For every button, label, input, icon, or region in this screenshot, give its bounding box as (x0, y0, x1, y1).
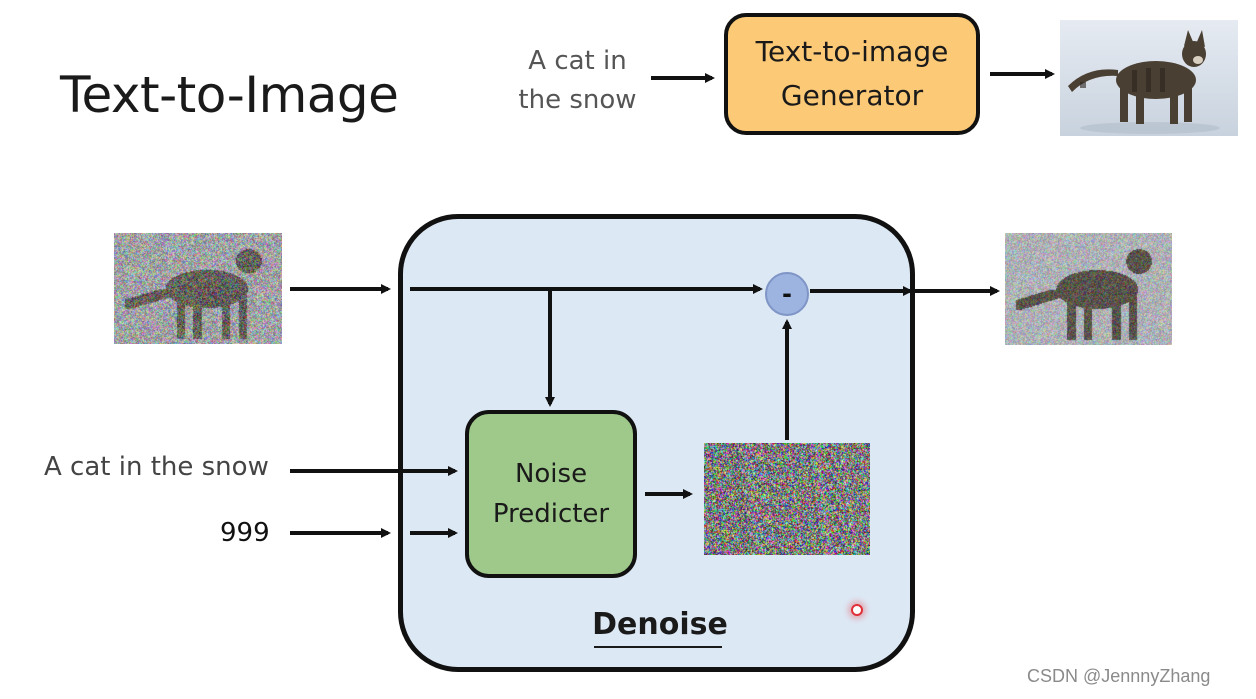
noise-predicter-box: Noise Predicter (465, 410, 637, 578)
top-prompt-line-1: A cat in (528, 46, 627, 76)
noise-predicter-label-line-2: Predicter (492, 499, 610, 529)
denoised-output-noise (1005, 233, 1172, 345)
subtract-operator-node: - (765, 272, 809, 316)
predicted-noise-noise (704, 443, 870, 555)
noisy-input-noise (114, 233, 282, 344)
predicted-noise-image (704, 443, 870, 555)
pointer-dot (851, 604, 863, 616)
step-number-label: 999 (220, 518, 270, 548)
noise-predicter-label-line-1: Noise (514, 459, 588, 489)
generated-cat-image (1060, 20, 1238, 136)
denoise-label-underline (594, 646, 722, 648)
text-to-image-generator-box: Text-to-image Generator (724, 13, 980, 135)
denoise-label: Denoise (592, 607, 728, 642)
top-prompt-line-2: the snow (518, 85, 637, 115)
generator-label-line-2: Generator (780, 79, 924, 112)
denoised-output-image (1005, 233, 1172, 345)
generator-label-line-1: Text-to-image (755, 35, 949, 68)
noisy-input-image (114, 233, 282, 344)
prompt-input-label: A cat in the snow (44, 452, 269, 482)
watermark: CSDN @JennnyZhang (1027, 666, 1211, 686)
slide-title: Text-to-Image (60, 66, 399, 124)
top-prompt-text: A cat in the snow (505, 42, 650, 120)
